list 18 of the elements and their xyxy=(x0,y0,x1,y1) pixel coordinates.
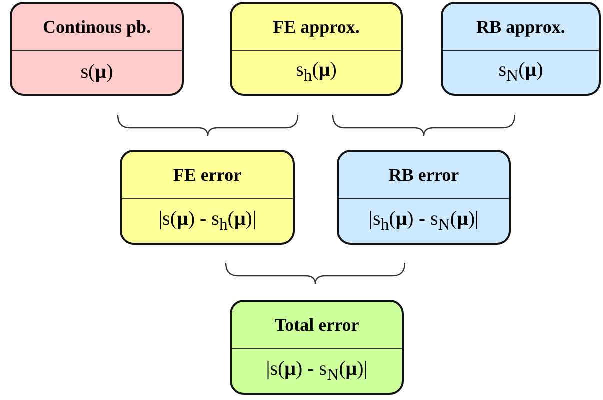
process-box xyxy=(10,2,184,96)
process-box xyxy=(337,150,511,245)
box-heading: FE error xyxy=(173,164,242,186)
box-heading: RB error xyxy=(388,164,460,186)
formula-text: |s(μ) - s$_{h}$(μ)| xyxy=(158,208,256,234)
box-heading: FE approx. xyxy=(273,16,360,38)
formula-text: s$_{N}$(μ) xyxy=(498,59,544,86)
formula-text: s(μ) xyxy=(80,61,114,84)
formula-text: |s$_{h}$(μ) - s$_{N}$(μ)| xyxy=(369,208,479,234)
formula-text: |s(μ) - s$_{N}$(μ)| xyxy=(266,358,368,384)
process-box xyxy=(120,150,295,245)
box-heading: Total error xyxy=(274,314,360,336)
process-box xyxy=(230,300,404,395)
formula-text: s$_{h}$(μ) xyxy=(296,59,337,86)
process-box xyxy=(230,2,403,96)
process-box xyxy=(441,2,601,96)
box-heading: Continous pb. xyxy=(42,16,152,38)
box-heading: RB approx. xyxy=(476,16,566,38)
